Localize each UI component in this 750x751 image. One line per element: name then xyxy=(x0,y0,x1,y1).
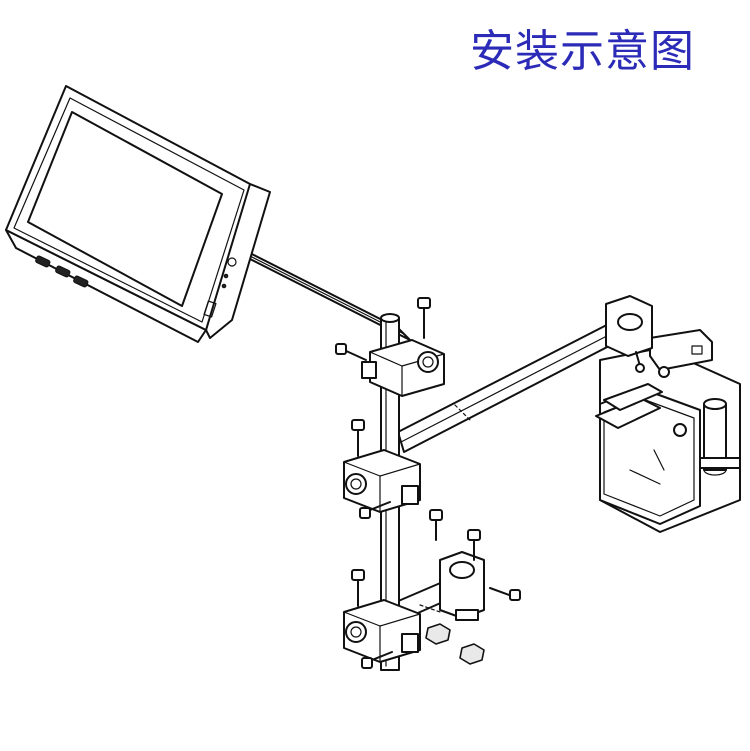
small-clamp-hardware xyxy=(425,509,521,665)
diagram-title: 安装示意图 xyxy=(470,26,695,77)
printhead-assembly xyxy=(595,295,741,533)
monitor-screen xyxy=(27,111,223,307)
touchscreen-monitor xyxy=(5,85,271,343)
lower-clamp xyxy=(343,569,421,669)
middle-clamp xyxy=(343,419,421,519)
upper-clamp xyxy=(335,297,445,397)
